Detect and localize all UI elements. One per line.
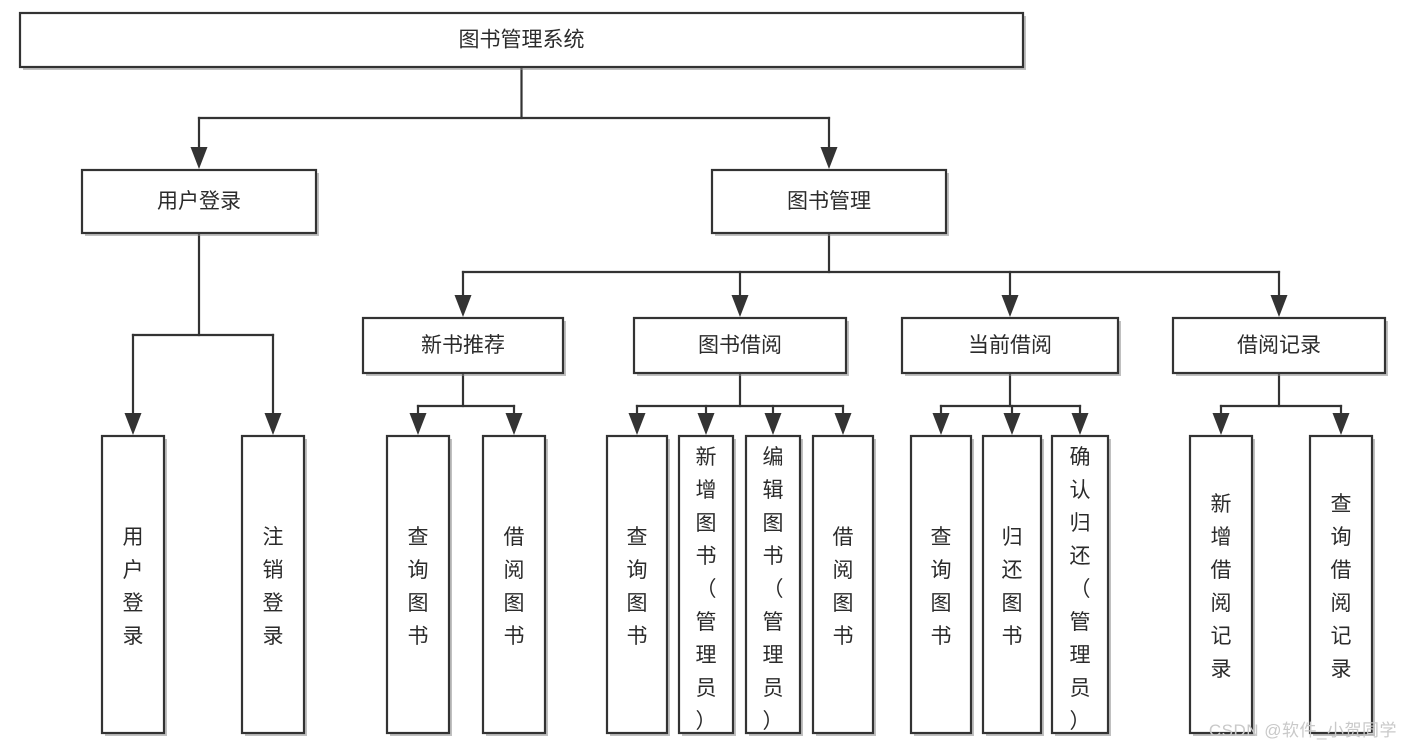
node-newbook[interactable]: 新书推荐 xyxy=(361,316,566,376)
connector-layer xyxy=(124,65,1350,435)
node-label: 用户登录 xyxy=(157,190,241,213)
node-box[interactable] xyxy=(18,11,1025,69)
node-b3[interactable]: 编辑图书（管理员） xyxy=(744,434,803,736)
node-l1[interactable]: 用户登录 xyxy=(100,434,167,736)
node-box[interactable] xyxy=(710,168,948,235)
node-label: 确认归还（管理员） xyxy=(1070,446,1091,733)
node-c2[interactable]: 归还图书 xyxy=(981,434,1044,736)
node-box[interactable] xyxy=(632,316,848,375)
node-box[interactable] xyxy=(481,434,547,735)
node-label: 查询图书 xyxy=(627,526,648,648)
node-n2[interactable]: 借阅图书 xyxy=(481,434,548,736)
node-label: 新书推荐 xyxy=(421,334,505,357)
node-label: 图书借阅 xyxy=(698,334,782,357)
node-c1[interactable]: 查询图书 xyxy=(909,434,974,736)
node-box[interactable] xyxy=(909,434,973,735)
node-borrow[interactable]: 图书借阅 xyxy=(632,316,849,376)
node-bookmgmt[interactable]: 图书管理 xyxy=(710,168,949,236)
node-label: 归还图书 xyxy=(1002,526,1023,648)
node-label: 借阅记录 xyxy=(1237,334,1321,357)
connector-group-root xyxy=(190,65,838,169)
node-n1[interactable]: 查询图书 xyxy=(385,434,452,736)
node-label: 查询借阅记录 xyxy=(1331,493,1352,681)
node-box[interactable] xyxy=(1050,434,1110,735)
node-l2[interactable]: 注销登录 xyxy=(240,434,307,736)
node-box[interactable] xyxy=(80,168,318,235)
node-box[interactable] xyxy=(811,434,875,735)
node-box[interactable] xyxy=(900,316,1120,375)
connector-group-bookmgmt xyxy=(454,231,1288,317)
node-r1[interactable]: 新增借阅记录 xyxy=(1188,434,1255,736)
node-label: 借阅图书 xyxy=(504,526,525,648)
node-box[interactable] xyxy=(677,434,735,735)
connector-group-borrow xyxy=(628,371,852,435)
node-box[interactable] xyxy=(1308,434,1374,735)
node-label: 注销登录 xyxy=(263,526,284,648)
node-layer: 图书管理系统用户登录图书管理新书推荐图书借阅当前借阅借阅记录用户登录注销登录查询… xyxy=(18,11,1388,736)
node-label: 编辑图书（管理员） xyxy=(763,446,784,733)
node-box[interactable] xyxy=(744,434,802,735)
node-box[interactable] xyxy=(240,434,306,735)
node-box[interactable] xyxy=(361,316,565,375)
node-label: 借阅图书 xyxy=(833,526,854,648)
connector-group-login xyxy=(124,231,282,435)
node-b2[interactable]: 新增图书（管理员） xyxy=(677,434,736,736)
node-label: 新增图书（管理员） xyxy=(696,446,717,733)
node-label: 当前借阅 xyxy=(968,334,1052,357)
connector-group-record xyxy=(1212,371,1350,435)
node-label: 查询图书 xyxy=(931,526,952,648)
node-label: 新增借阅记录 xyxy=(1211,493,1232,681)
node-box[interactable] xyxy=(1171,316,1387,375)
node-c3[interactable]: 确认归还（管理员） xyxy=(1050,434,1111,736)
connector-group-newbook xyxy=(409,371,523,435)
connector-group-current xyxy=(932,371,1089,435)
node-box[interactable] xyxy=(385,434,451,735)
node-box[interactable] xyxy=(981,434,1043,735)
node-label: 查询图书 xyxy=(408,526,429,648)
node-root[interactable]: 图书管理系统 xyxy=(18,11,1026,70)
node-label: 图书管理 xyxy=(787,190,871,213)
node-box[interactable] xyxy=(1188,434,1254,735)
node-b1[interactable]: 查询图书 xyxy=(605,434,670,736)
node-login[interactable]: 用户登录 xyxy=(80,168,319,236)
node-b4[interactable]: 借阅图书 xyxy=(811,434,876,736)
node-record[interactable]: 借阅记录 xyxy=(1171,316,1388,376)
node-label: 图书管理系统 xyxy=(459,29,585,52)
node-box[interactable] xyxy=(605,434,669,735)
node-r2[interactable]: 查询借阅记录 xyxy=(1308,434,1375,736)
node-label: 用户登录 xyxy=(123,526,144,648)
node-box[interactable] xyxy=(100,434,166,735)
node-current[interactable]: 当前借阅 xyxy=(900,316,1121,376)
